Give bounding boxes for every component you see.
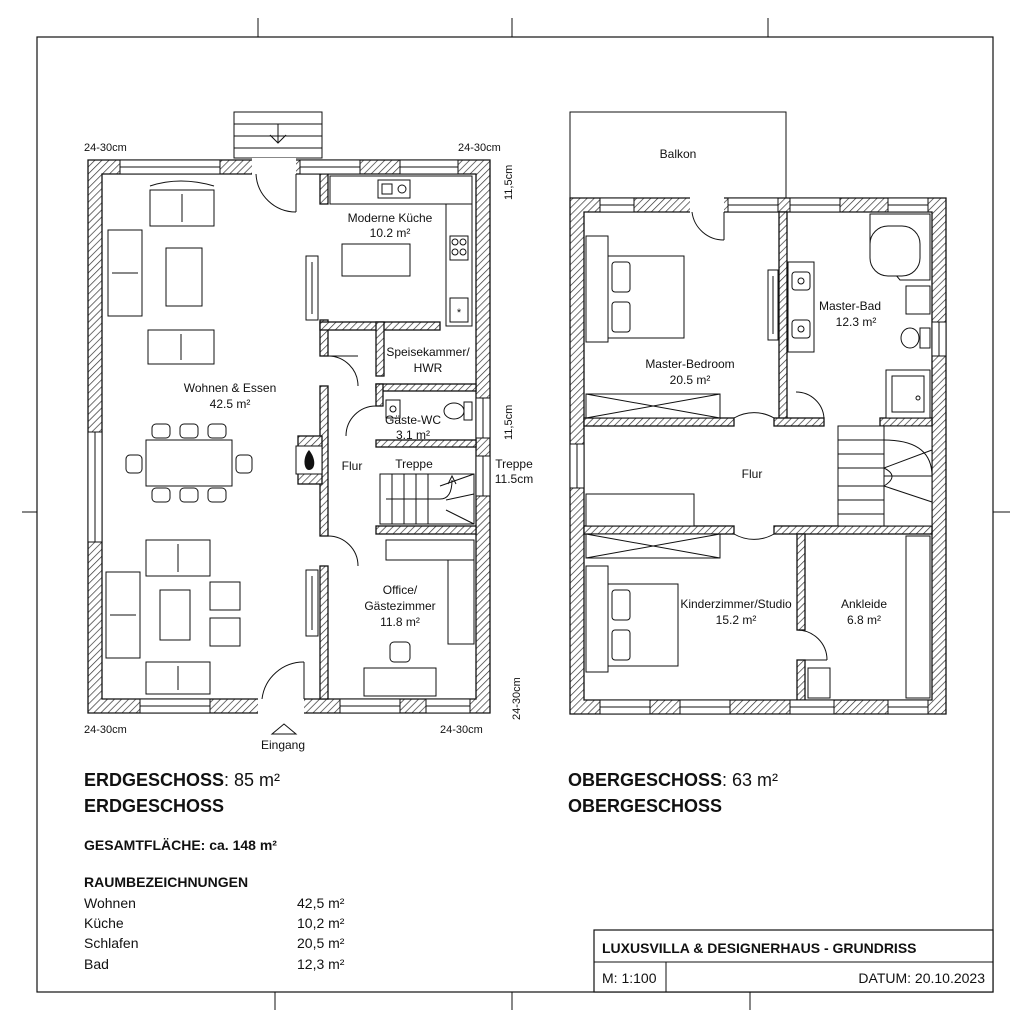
office-label-2: Gästezimmer	[364, 599, 435, 613]
upper-floor-room-labels: Balkon Master-Bedroom 20.5 m² Master-Bad…	[645, 147, 887, 627]
master-bedroom-area: 20.5 m²	[670, 373, 711, 387]
floor-summary: ERDGESCHOSS: 85 m² ERDGESCHOSS OBERGESCH…	[84, 770, 778, 972]
living-furniture	[105, 180, 319, 695]
balkon	[569, 111, 787, 199]
room-list-area: 12,3 m²	[297, 956, 345, 972]
dim-eg-top-right: 24-30cm	[458, 142, 501, 154]
wc-label: Gäste-WC	[385, 413, 441, 427]
total-area: GESAMTFLÄCHE: ca. 148 m²	[84, 837, 277, 853]
kinder-area: 15.2 m²	[716, 613, 757, 627]
kitchen-fittings: *	[329, 175, 473, 327]
room-list: Wohnen 42,5 m² Küche 10,2 m² Schlafen 20…	[84, 895, 345, 972]
entrance-label: Eingang	[261, 738, 305, 752]
ground-floor-plan: * Wohnen & Essen 42.5 m² Moderne Küch	[84, 111, 533, 752]
master-bad-label: Master-Bad	[819, 299, 881, 313]
title-block-title: LUXUSVILLA & DESIGNERHAUS - GRUNDRISS	[602, 940, 917, 956]
ground-floor-dimensions: 24-30cm 24-30cm 24-30cm 24-30cm 11,5cm 1…	[84, 142, 523, 736]
og-heading-label: OBERGESCHOSS	[568, 770, 722, 790]
master-bedroom-label: Master-Bedroom	[645, 357, 734, 371]
dim-eg-right-mid: 11,5cm	[503, 405, 515, 440]
treppe-side-dim: 11.5cm	[495, 472, 533, 486]
office-area: 11.8 m²	[380, 615, 420, 629]
title-block: LUXUSVILLA & DESIGNERHAUS - GRUNDRISS M:…	[593, 929, 994, 993]
balkon-label: Balkon	[660, 147, 697, 161]
guest-wc-fittings	[385, 399, 473, 421]
treppe-side-label: Treppe	[495, 457, 533, 471]
room-list-area: 42,5 m²	[297, 895, 345, 911]
treppe-label: Treppe	[395, 457, 433, 471]
room-list-name: Küche	[84, 915, 124, 931]
wohnen-area: 42.5 m²	[210, 397, 251, 411]
ground-floor-staircase	[379, 473, 475, 525]
room-list-name: Bad	[84, 956, 109, 972]
room-list-heading: RAUMBEZEICHNUNGEN	[84, 874, 248, 890]
dim-eg-right-bottom: 24-30cm	[511, 677, 523, 720]
office-furniture	[363, 539, 475, 697]
dim-eg-right-top: 11,5cm	[503, 165, 515, 200]
flur-label: Flur	[342, 459, 363, 473]
og-heading-2: OBERGESCHOSS	[568, 796, 722, 816]
room-list-name: Schlafen	[84, 935, 138, 951]
kinder-label: Kinderzimmer/Studio	[680, 597, 792, 611]
upper-floor-staircase	[837, 425, 933, 527]
title-block-scale: M: 1:100	[602, 970, 657, 986]
kids-room-furniture	[585, 565, 679, 673]
kueche-label: Moderne Küche	[348, 211, 433, 225]
room-list-name: Wohnen	[84, 895, 136, 911]
ankleide-label: Ankleide	[841, 597, 887, 611]
room-list-area: 10,2 m²	[297, 915, 345, 931]
master-bad-area: 12.3 m²	[836, 315, 877, 329]
og-heading: OBERGESCHOSS: 63 m²	[568, 770, 778, 790]
eg-heading-label: ERDGESCHOSS	[84, 770, 224, 790]
eg-heading-2: ERDGESCHOSS	[84, 796, 224, 816]
wohnen-label: Wohnen & Essen	[184, 381, 277, 395]
eg-heading-area: : 85 m²	[224, 770, 280, 790]
speise-label: Speisekammer/	[386, 345, 470, 359]
upper-floor-plan: Balkon Master-Bedroom 20.5 m² Master-Bad…	[569, 111, 947, 715]
upper-floor-doors	[690, 196, 828, 661]
ankleide-shelving	[807, 535, 931, 699]
kueche-area: 10.2 m²	[370, 226, 411, 240]
entrance-marker: Eingang	[261, 723, 305, 752]
room-list-area: 20,5 m²	[297, 935, 345, 951]
ground-floor-windows	[87, 159, 491, 714]
hall-wardrobe	[585, 493, 721, 559]
master-bath-fittings	[787, 213, 931, 419]
registration-ticks	[22, 18, 1010, 1010]
office-label: Office/	[383, 583, 418, 597]
dim-eg-top-left: 24-30cm	[84, 142, 127, 154]
ground-floor-room-labels: Wohnen & Essen 42.5 m² Moderne Küche 10.…	[184, 211, 533, 629]
dim-eg-bottom-left: 24-30cm	[84, 724, 127, 736]
wc-area: 3.1 m²	[396, 428, 430, 442]
fireplace-icon	[295, 445, 323, 475]
title-block-date: DATUM: 20.10.2023	[858, 970, 985, 986]
svg-text:*: *	[457, 307, 462, 319]
ground-floor-doors	[252, 158, 377, 715]
flur-og-label: Flur	[742, 467, 763, 481]
sheet-frame	[36, 36, 994, 993]
ankleide-area: 6.8 m²	[847, 613, 881, 627]
og-heading-area: : 63 m²	[722, 770, 778, 790]
upper-floor-windows	[569, 197, 947, 715]
dim-eg-bottom-right: 24-30cm	[440, 724, 483, 736]
master-bedroom-furniture	[585, 235, 779, 419]
speise-label-2: HWR	[414, 361, 443, 375]
eg-heading: ERDGESCHOSS: 85 m²	[84, 770, 280, 790]
